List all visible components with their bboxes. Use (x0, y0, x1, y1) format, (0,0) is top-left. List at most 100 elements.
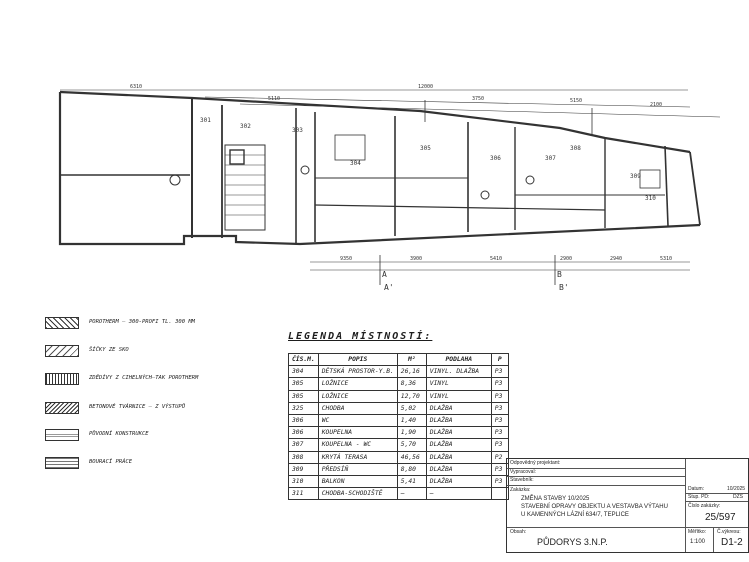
table-cell: 1,90 (396, 426, 427, 440)
stupen-label: Stup. PD: (688, 494, 710, 500)
column-header: POPIS (317, 352, 398, 367)
table-cell: DLAŽBA (425, 474, 492, 489)
table-cell: 308 (288, 450, 319, 464)
vykres-label: Č.výkresu: (717, 529, 741, 535)
room-number: 304 (350, 160, 361, 167)
table-cell: DLAŽBA (425, 426, 492, 440)
table-cell: — (425, 487, 492, 501)
dimension-label: 5410 (490, 256, 502, 262)
table-cell: CHODBA-SCHODIŠTĚ (317, 487, 398, 501)
table-cell: 304 (288, 365, 319, 379)
table-cell: KOUPELNA - WC (317, 438, 398, 452)
dimension-label: 5150 (570, 98, 582, 104)
table-cell: — (396, 487, 427, 501)
hatch-swatch (45, 345, 79, 357)
table-cell: LOŽNICE (317, 377, 398, 391)
zakazka-label: Zakázka: (510, 487, 531, 493)
table-cell: 305 (288, 377, 319, 391)
table-cell: 8,80 (396, 462, 427, 476)
legend-title: LEGENDA MÍSTNOSTÍ: (288, 331, 433, 342)
dimension-label: 3900 (410, 256, 422, 262)
table-cell: 5,70 (396, 438, 427, 452)
projektant-label: Odpovědný projektant: (510, 460, 561, 466)
room-number: 303 (292, 127, 303, 134)
dimension-label: 2100 (650, 102, 662, 108)
table-cell: VINYL (425, 389, 492, 403)
column-header: ČÍS.M. (288, 352, 319, 367)
stupen-value: DZS (733, 494, 743, 500)
table-cell: P3 (490, 426, 509, 440)
zakazka-line: STAVEBNÍ OPRAVY OBJEKTU A VESTAVBA VÝTAH… (521, 504, 668, 510)
room-number: 306 (490, 155, 501, 162)
key-label: POROTHERM – 300-PROFI TL. 300 MM (89, 319, 195, 325)
section-mark: A' (384, 283, 394, 292)
table-cell: KRYTÁ TERASA (317, 450, 398, 464)
room-number: 310 (645, 195, 656, 202)
table-cell: LOŽNICE (317, 389, 398, 403)
key-label: BOURACÍ PRÁCE (89, 459, 133, 465)
title-block: Odpovědný projektant: Vypracoval: Staveb… (506, 458, 749, 553)
column-header: P (490, 352, 509, 367)
table-cell: 305 (288, 389, 319, 403)
dimension-label: 2940 (610, 256, 622, 262)
table-cell: 306 (288, 413, 319, 428)
table-cell: DLAŽBA (425, 413, 492, 428)
dimension-label: 9350 (340, 256, 352, 262)
dimension-label: 12000 (418, 84, 433, 90)
dimension-label: 2900 (560, 256, 572, 262)
table-cell: VINYL (425, 377, 492, 391)
zakazka-line: ZMĚNA STAVBY 10/2025 (521, 496, 590, 502)
room-number: 309 (630, 173, 641, 180)
vykres-value: D1-2 (721, 537, 743, 548)
room-number: 307 (545, 155, 556, 162)
table-cell: 46,56 (396, 450, 427, 464)
table-cell: 1,40 (396, 413, 427, 428)
table-cell: 310 (288, 474, 319, 489)
room-number: 305 (420, 145, 431, 152)
table-cell: 311 (288, 487, 319, 501)
table-cell: DLAŽBA (425, 401, 492, 415)
table-cell: P3 (490, 438, 509, 452)
table-cell: 325 (288, 401, 319, 415)
cislo-label: Číslo zakázky: (688, 503, 721, 509)
drawing-title: PŮDORYS 3.N.P. (537, 537, 608, 547)
table-cell: 8,36 (396, 377, 427, 391)
table-cell: 306 (288, 426, 319, 440)
stavebnik-label: Stavebník: (510, 477, 534, 483)
table-cell: VINYL. DLAŽBA (425, 365, 492, 379)
key-label: ŠÍČKY ZE SKO (89, 347, 129, 353)
table-cell: P3 (490, 401, 509, 415)
cislo-value: 25/597 (705, 512, 736, 523)
zakazka-line: U KAMENNÝCH LÁZNÍ 634/7, TEPLICE (521, 512, 629, 518)
room-number: 308 (570, 145, 581, 152)
table-cell: WC (317, 413, 398, 428)
hatch-swatch (45, 429, 79, 441)
meritko-label: Měřítko: (688, 529, 707, 535)
table-cell: 26,16 (396, 365, 427, 379)
dimension-label: 5310 (660, 256, 672, 262)
table-cell: PŘEDSÍŇ (317, 462, 398, 476)
key-label: ZDĚDÍVY Z CIHELNÝCH–TAK POROTHERM (89, 375, 199, 381)
obsah-label: Obsah: (510, 529, 527, 535)
vypracoval-label: Vypracoval: (510, 469, 536, 475)
table-header-row: ČÍS.M. POPIS M² PODLAHA P (288, 352, 509, 367)
datum-label: Datum: (688, 486, 705, 492)
key-label: BETONOVÉ TVÁRNICE – Z VÝSTUPŮ (89, 404, 186, 410)
table-cell: P3 (490, 413, 509, 428)
table-cell: DĚTSKÁ PROSTOR-Y.B. (317, 365, 398, 379)
room-number: 302 (240, 123, 251, 130)
floor-plan-drawing: 301 302 303 304 305 306 307 308 309 310 … (58, 84, 721, 292)
key-label: PŮVODNÍ KONSTRUKCE (89, 431, 149, 437)
table-cell: 5,41 (396, 474, 427, 489)
column-header: M² (396, 352, 427, 367)
